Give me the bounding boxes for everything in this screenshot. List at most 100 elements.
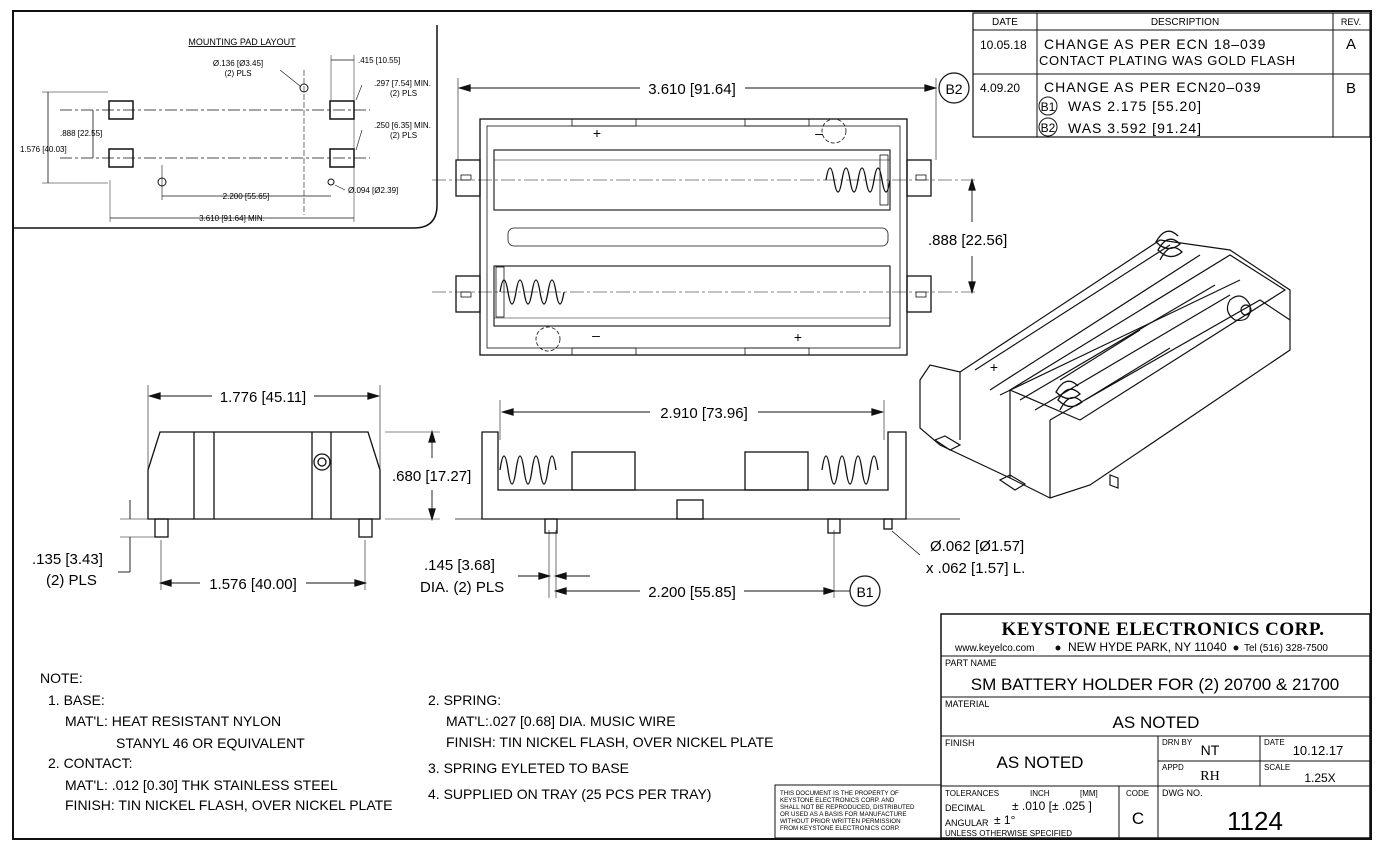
iso-plus: + — [990, 359, 998, 375]
drn-label: DRN BY — [1162, 738, 1193, 747]
company-city: NEW HYDE PARK, NY 11040 — [1068, 640, 1227, 654]
company-tel: Tel (516) 328-7500 — [1244, 643, 1328, 654]
appd-label: APPD — [1162, 763, 1184, 772]
decimal-label: DECIMAL — [945, 803, 985, 813]
title-block: KEYSTONE ELECTRONICS CORP. www.keyelco.c… — [940, 613, 1371, 839]
rev-a-line2: CONTACT PLATING WAS GOLD FLASH — [1039, 53, 1296, 68]
dim-pin-dia: .145 [3.68] — [424, 557, 495, 574]
dim-stud-len: x .062 [1.57] L. — [926, 560, 1025, 577]
scale-label: SCALE — [1264, 763, 1290, 772]
note-spring-material: MAT'L:.027 [0.68] DIA. MUSIC WIRE — [446, 713, 676, 729]
rev-b-date: 4.09.20 — [980, 81, 1020, 95]
date-value: 10.12.17 — [1293, 743, 1344, 758]
rev-header-date: DATE — [992, 17, 1018, 28]
dwg-label: DWG NO. — [1162, 788, 1203, 798]
note-2-material: MAT'L: .012 [0.30] THK STAINLESS STEEL — [65, 777, 338, 793]
disclaimer-line-5: WITHOUT PRIOR WRITTEN PERMISSION — [780, 818, 901, 825]
dim-top-width: 3.610 [91.64] — [648, 81, 736, 98]
note-3: 3. SPRING EYLETED TO BASE — [428, 760, 629, 776]
notes-title: NOTE: — [40, 670, 83, 686]
rev-b-tag-b1: B1 — [1041, 100, 1056, 114]
rev-a-letter: A — [1346, 36, 1356, 53]
finish-label: FINISH — [945, 738, 975, 748]
mounting-pad-title: MOUNTING PAD LAYOUT — [188, 37, 296, 47]
dim-spacing: .888 [22.56] — [928, 232, 1007, 249]
top-view-minus-1: – — [815, 125, 823, 141]
part-name-label: PART NAME — [945, 658, 997, 668]
pad-dim-1576: 1.576 [40.03] — [20, 145, 67, 154]
part-name: SM BATTERY HOLDER FOR (2) 20700 & 21700 — [971, 675, 1339, 694]
dim-pin-len-pls: (2) PLS — [46, 572, 97, 589]
company-web: www.keyelco.com — [954, 643, 1034, 654]
top-view-plus-1: + — [593, 125, 601, 141]
rev-b-letter: B — [1346, 80, 1356, 97]
dim-top-width-tag: B2 — [945, 81, 962, 97]
rev-header-rev: REV. — [1341, 17, 1361, 27]
pad-hole-dia: Ø.136 [Ø3.45] — [213, 59, 263, 68]
pad-dim-2200: 2.200 [55.65] — [223, 192, 270, 201]
pad-dim-250-pls: (2) PLS — [390, 131, 417, 140]
angular-label: ANGULAR — [945, 818, 989, 828]
pad-dim-297-pls: (2) PLS — [390, 89, 417, 98]
top-view — [432, 72, 976, 356]
notes: NOTE: 1. BASE: MAT'L: HEAT RESISTANT NYL… — [40, 670, 774, 813]
dim-stud-dia: Ø.062 [Ø1.57] — [930, 538, 1024, 555]
tolerances-label: TOLERANCES — [945, 789, 999, 798]
dim-side-pins: 1.576 [40.00] — [209, 576, 297, 593]
pad-dim-888: .888 [22.55] — [60, 129, 102, 138]
note-2-finish: FINISH: TIN NICKEL FLASH, OVER NICKEL PL… — [65, 797, 393, 813]
note-spring-finish: FINISH: TIN NICKEL FLASH, OVER NICKEL PL… — [446, 734, 774, 750]
angular-tolerance: ± 1° — [994, 813, 1016, 827]
disclaimer-line-4: OR USED AS A BASIS FOR MANUFACTURE — [780, 811, 907, 818]
pad-dim-3610: 3.610 [91.64] MIN. — [199, 214, 265, 223]
sheet-border — [12, 10, 1372, 840]
pad-hole-pls: (2) PLS — [224, 69, 251, 78]
code-value: C — [1132, 809, 1144, 828]
mm-label: [MM] — [1080, 789, 1098, 798]
revision-table: DATE DESCRIPTION REV. 10.05.18 CHANGE AS… — [972, 12, 1371, 138]
drn-value: NT — [1201, 742, 1220, 758]
dim-side-width: 1.776 [45.11] — [220, 389, 306, 406]
note-spring: 2. SPRING: — [428, 692, 501, 708]
unless-text: UNLESS OTHERWISE SPECIFIED — [945, 829, 1072, 838]
pad-dim-415: .415 [10.55] — [358, 56, 400, 65]
code-label: CODE — [1126, 789, 1149, 798]
rev-header-description: DESCRIPTION — [1151, 17, 1219, 28]
rev-b-line1: CHANGE AS PER ECN20–039 — [1044, 79, 1262, 95]
front-view — [455, 400, 960, 607]
dwg-number: 1124 — [1227, 806, 1283, 836]
dim-front-width: 2.910 [73.96] — [660, 405, 748, 422]
disclaimer-line-3: SHALL NOT BE REPRODUCED, DISTRIBUTED — [780, 804, 915, 811]
note-1-material: MAT'L: HEAT RESISTANT NYLON — [65, 713, 281, 729]
material-value: AS NOTED — [1113, 713, 1200, 732]
rev-a-line1: CHANGE AS PER ECN 18–039 — [1044, 36, 1266, 52]
dim-pin-dia-pls: DIA. (2) PLS — [420, 579, 504, 596]
rev-b-line2: WAS 2.175 [55.20] — [1068, 98, 1202, 114]
inch-label: INCH — [1030, 789, 1050, 798]
decimal-tolerance: ± .010 [± .025 ] — [1012, 799, 1092, 813]
pad-dim-250: .250 [6.35] MIN. — [374, 121, 431, 130]
note-1: 1. BASE: — [48, 692, 105, 708]
disclaimer-line-2: KEYSTONE ELECTRONICS CORP. AND — [780, 797, 895, 804]
mounting-pad-layout: MOUNTING PAD LAYOUT Ø.136 [Ø3.45] (2) PL… — [13, 25, 438, 229]
note-1-material-2: STANYL 46 OR EQUIVALENT — [116, 735, 305, 751]
rev-b-tag-b2: B2 — [1041, 121, 1056, 135]
pad-dim-297: .297 [7.54] MIN. — [374, 79, 431, 88]
note-4: 4. SUPPLIED ON TRAY (25 PCS PER TRAY) — [428, 786, 711, 802]
disclaimer-line-1: THIS DOCUMENT IS THE PROPERTY OF — [780, 790, 899, 797]
disclaimer-line-6: FROM KEYSTONE ELECTRONICS CORP. — [780, 825, 900, 832]
material-label: MATERIAL — [945, 699, 989, 709]
dim-front-pins-tag: B1 — [856, 584, 873, 600]
side-view — [118, 385, 440, 590]
rev-b-line3: WAS 3.592 [91.24] — [1068, 120, 1202, 136]
company-name: KEYSTONE ELECTRONICS CORP. — [1002, 619, 1325, 640]
scale-value: 1.25X — [1304, 771, 1335, 785]
rev-a-date: 10.05.18 — [980, 38, 1027, 52]
appd-value: RH — [1200, 769, 1219, 784]
disclaimer: THIS DOCUMENT IS THE PROPERTY OF KEYSTON… — [774, 784, 942, 839]
pad-small-hole: Ø.094 [Ø2.39] — [348, 186, 398, 195]
isometric-view — [919, 230, 1291, 499]
top-view-plus-2: + — [794, 329, 802, 345]
dim-front-pins: 2.200 [55.85] — [648, 584, 736, 601]
